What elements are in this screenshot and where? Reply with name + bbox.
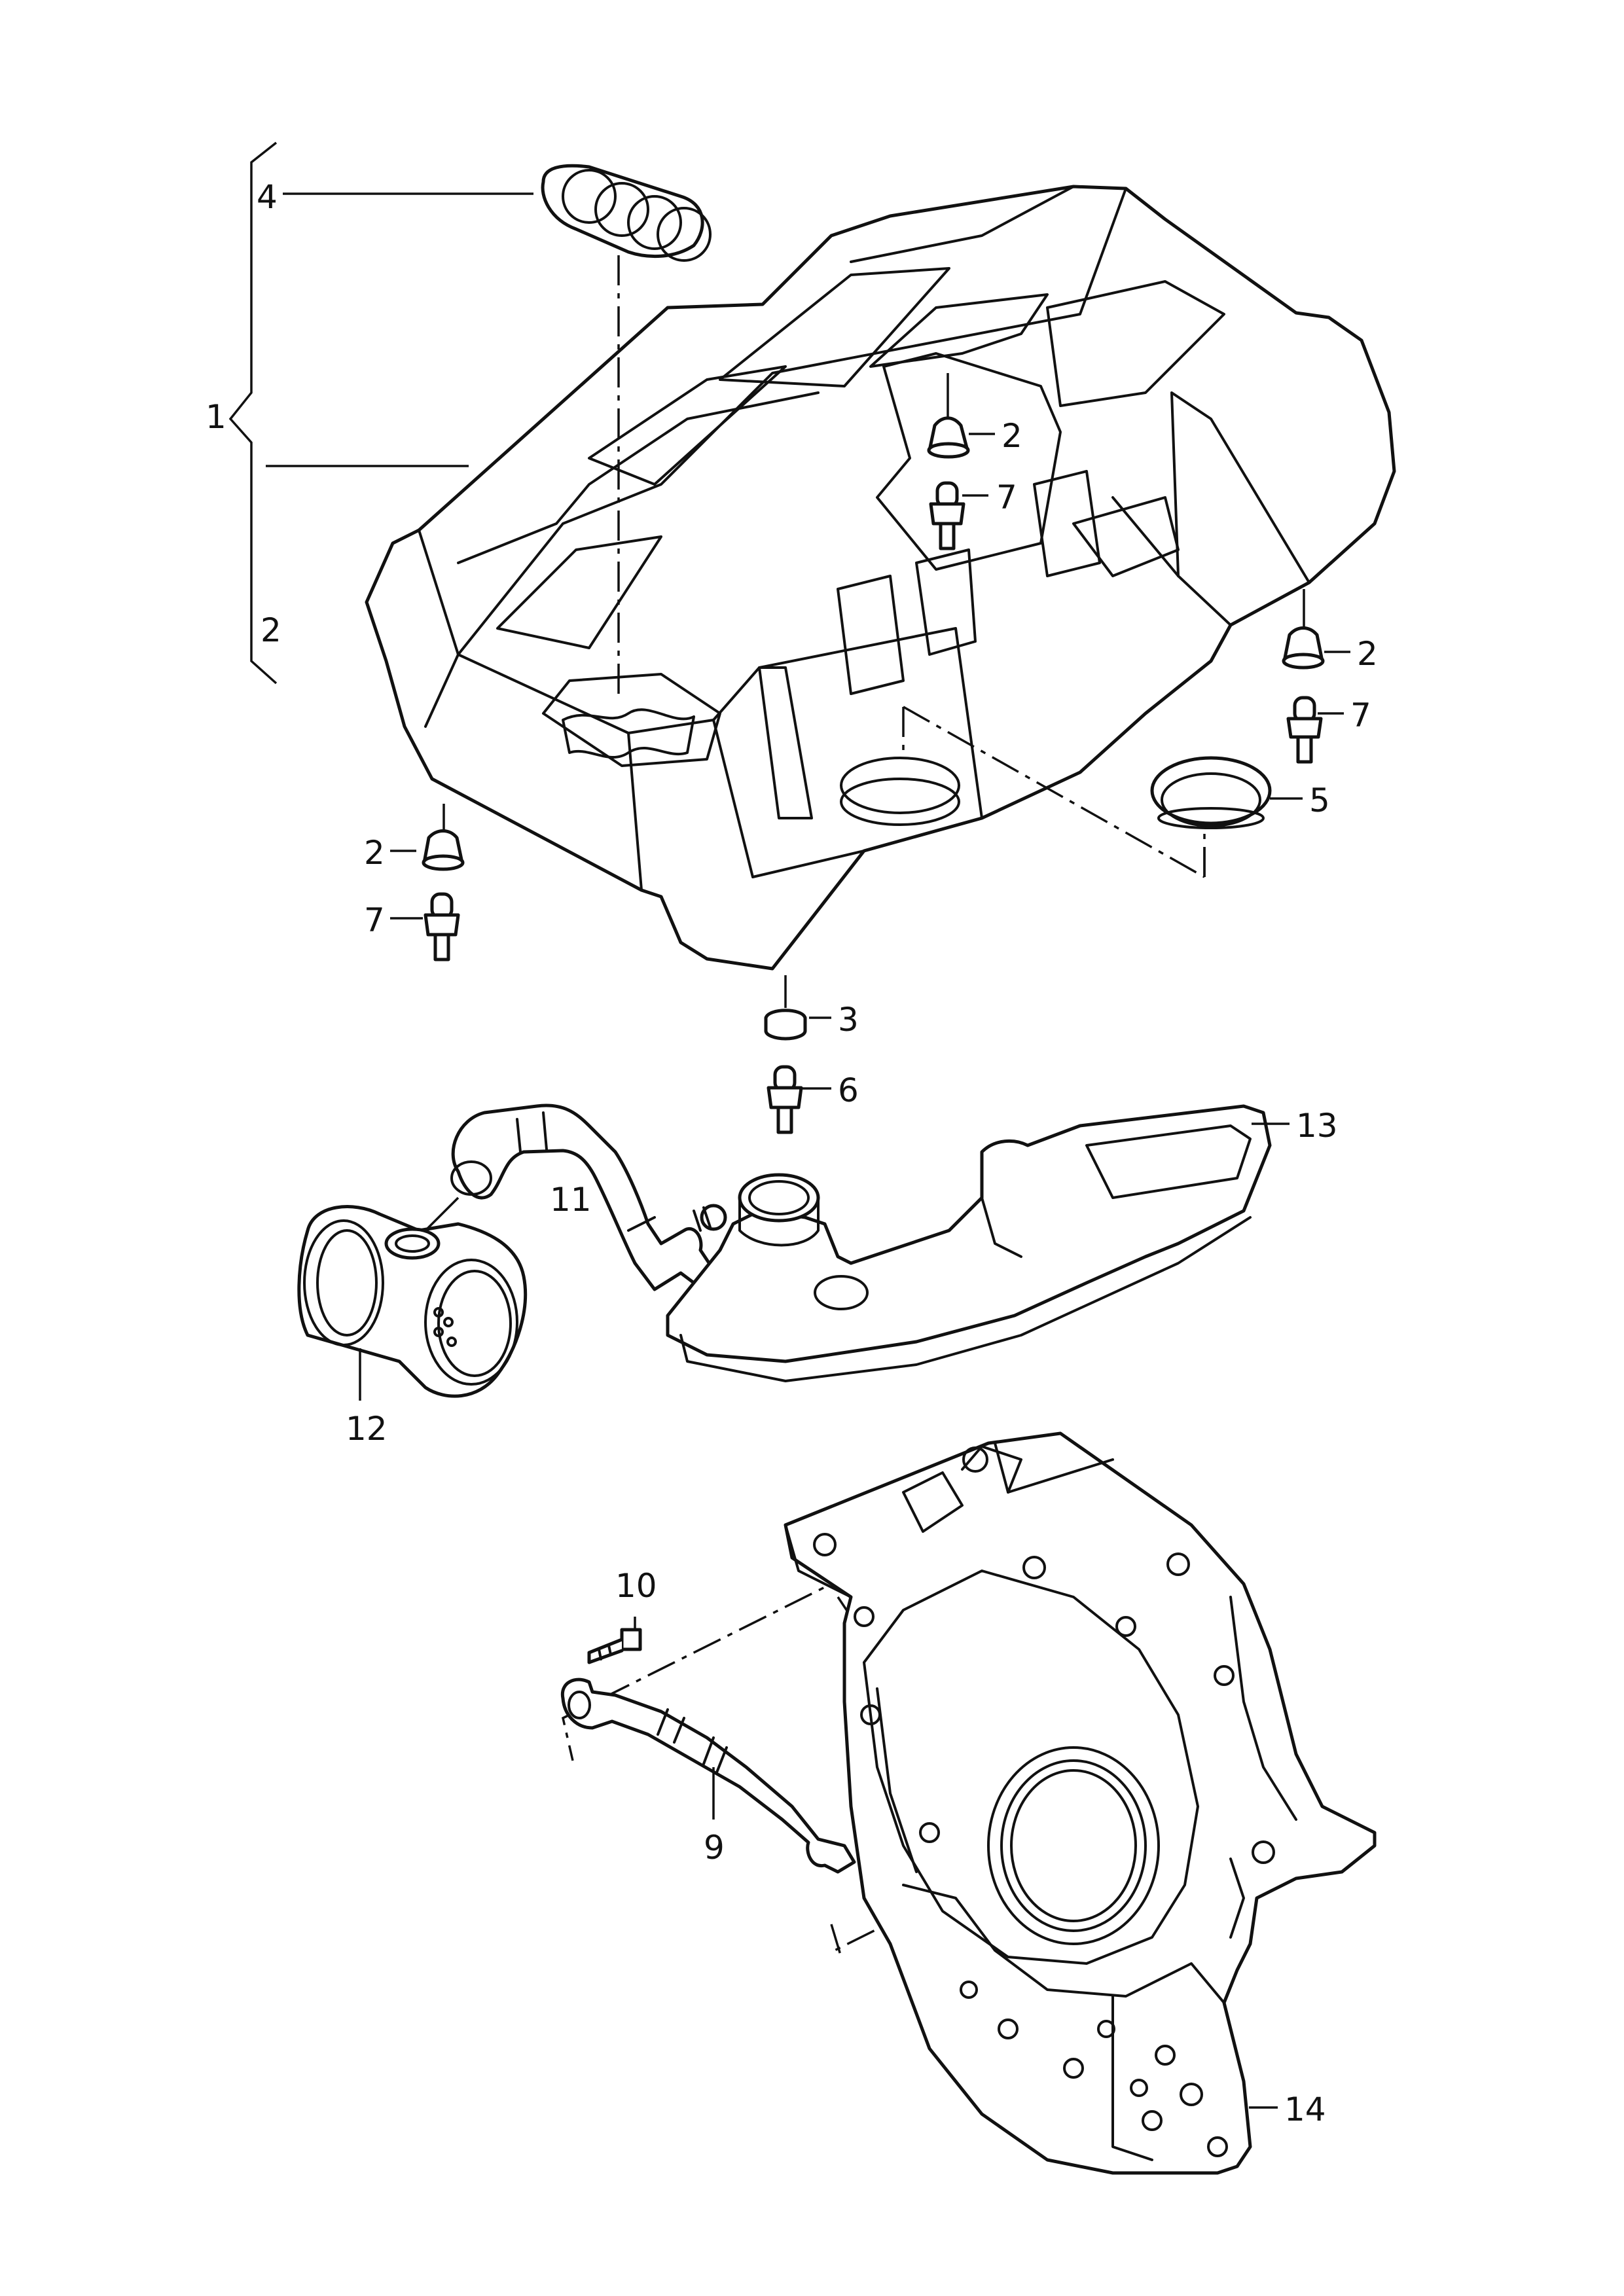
ball-stud-6 (767, 1065, 803, 1134)
seal-ring (1150, 756, 1272, 829)
leader-lines (283, 192, 1350, 2109)
ball-stud-right (1286, 696, 1323, 764)
breather-pipe (560, 1677, 856, 1874)
callout-7-top: 7 (996, 478, 1017, 516)
grommet-left (422, 804, 465, 871)
grommet-right (1282, 589, 1325, 670)
callout-2-bracket: 2 (261, 611, 281, 649)
intake-manifold (666, 1104, 1272, 1382)
callout-4: 4 (257, 178, 278, 216)
emblem-rings (541, 164, 712, 262)
assembly-bracket (228, 141, 469, 685)
callout-2-right: 2 (1357, 635, 1378, 673)
engine-cover (365, 185, 1396, 971)
callout-13: 13 (1296, 1107, 1338, 1145)
callout-2-top: 2 (1001, 417, 1022, 455)
timing-cover (784, 1431, 1377, 2175)
callout-11: 11 (550, 1181, 592, 1219)
callout-labels: 1 2 4 2 7 2 7 5 2 7 3 6 11 13 12 10 9 14 (206, 178, 1378, 2128)
breather-hose (450, 1103, 715, 1291)
callout-3: 3 (838, 1001, 859, 1039)
callout-7-right: 7 (1350, 696, 1371, 734)
callout-5: 5 (1309, 781, 1330, 819)
callout-7-left: 7 (364, 901, 385, 939)
callout-14: 14 (1284, 2090, 1326, 2128)
callout-1: 1 (206, 398, 226, 436)
throttle-body (297, 1196, 528, 1401)
callout-6: 6 (838, 1071, 859, 1109)
callout-2-left: 2 (364, 834, 385, 872)
grommet-top (927, 373, 970, 459)
bolt-10 (587, 1617, 642, 1664)
callout-9: 9 (704, 1829, 725, 1867)
callout-10: 10 (615, 1567, 657, 1605)
ball-stud-top (929, 481, 965, 550)
ball-stud-left (424, 892, 460, 961)
grommet-3 (764, 975, 807, 1041)
callout-12: 12 (346, 1410, 388, 1448)
